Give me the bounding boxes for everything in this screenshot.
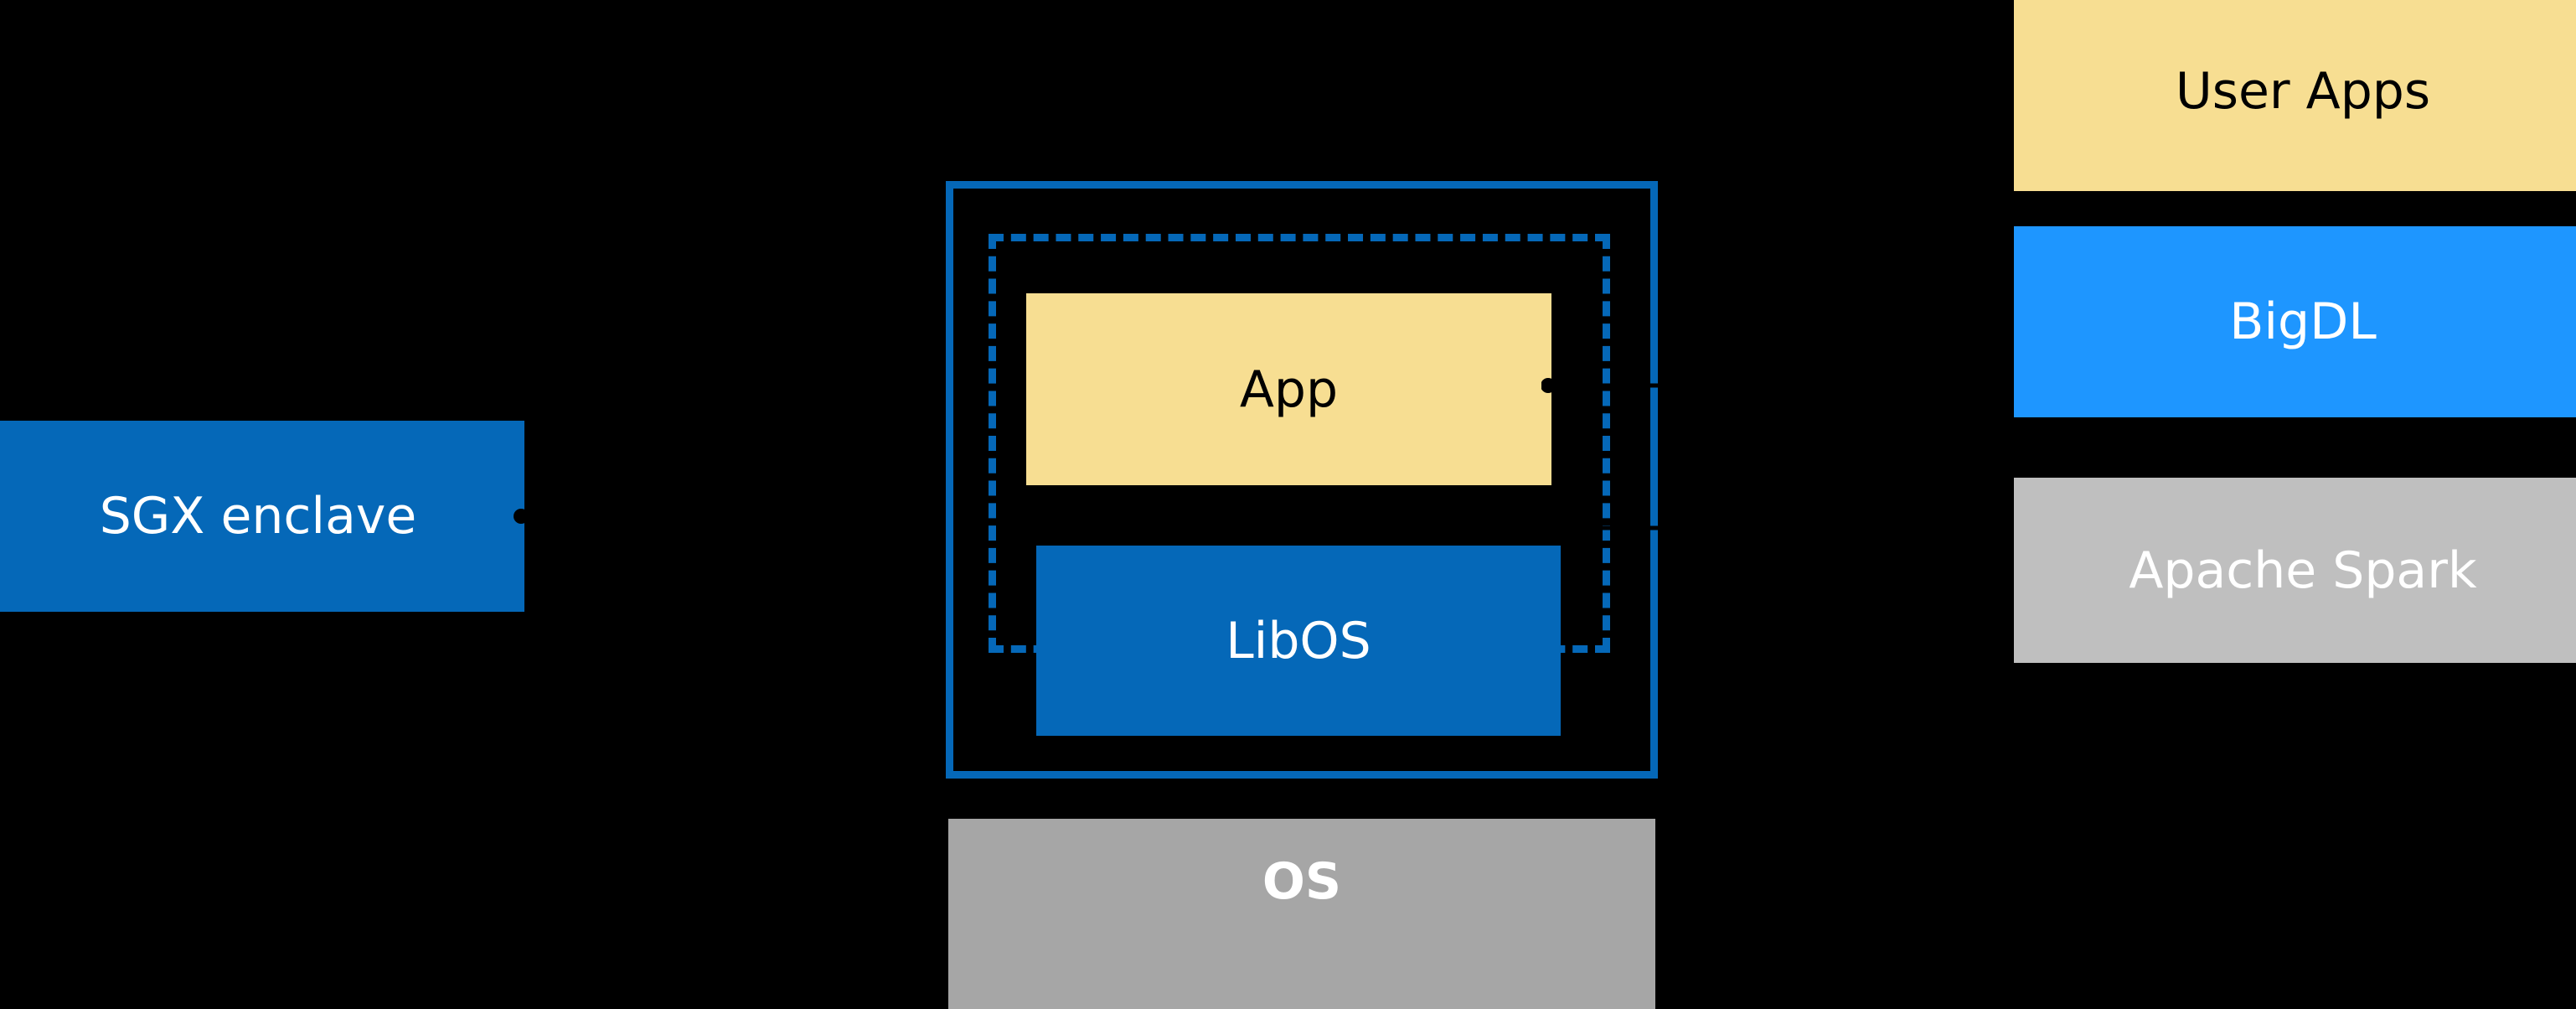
bigdl-box: BigDL xyxy=(2014,226,2576,417)
apache-spark-box: Apache Spark xyxy=(2014,478,2576,663)
sgx-enclave-label: SGX enclave xyxy=(99,487,417,546)
bigdl-label: BigDL xyxy=(2229,292,2377,351)
sgx-enclave-box: SGX enclave xyxy=(0,421,524,612)
user-apps-box: User Apps xyxy=(2014,0,2576,191)
connector-sgx-to-enclave xyxy=(514,509,945,524)
app-label: App xyxy=(1239,360,1339,419)
libos-box: LibOS xyxy=(1036,546,1561,736)
os-label: OS xyxy=(1262,852,1342,911)
apache-spark-label: Apache Spark xyxy=(2129,541,2477,600)
user-apps-label: User Apps xyxy=(2175,62,2431,121)
enclave-outline xyxy=(946,181,1658,779)
libos-label: LibOS xyxy=(1226,611,1371,670)
os-box: OS xyxy=(948,819,1655,1009)
app-box: App xyxy=(1026,293,1551,485)
